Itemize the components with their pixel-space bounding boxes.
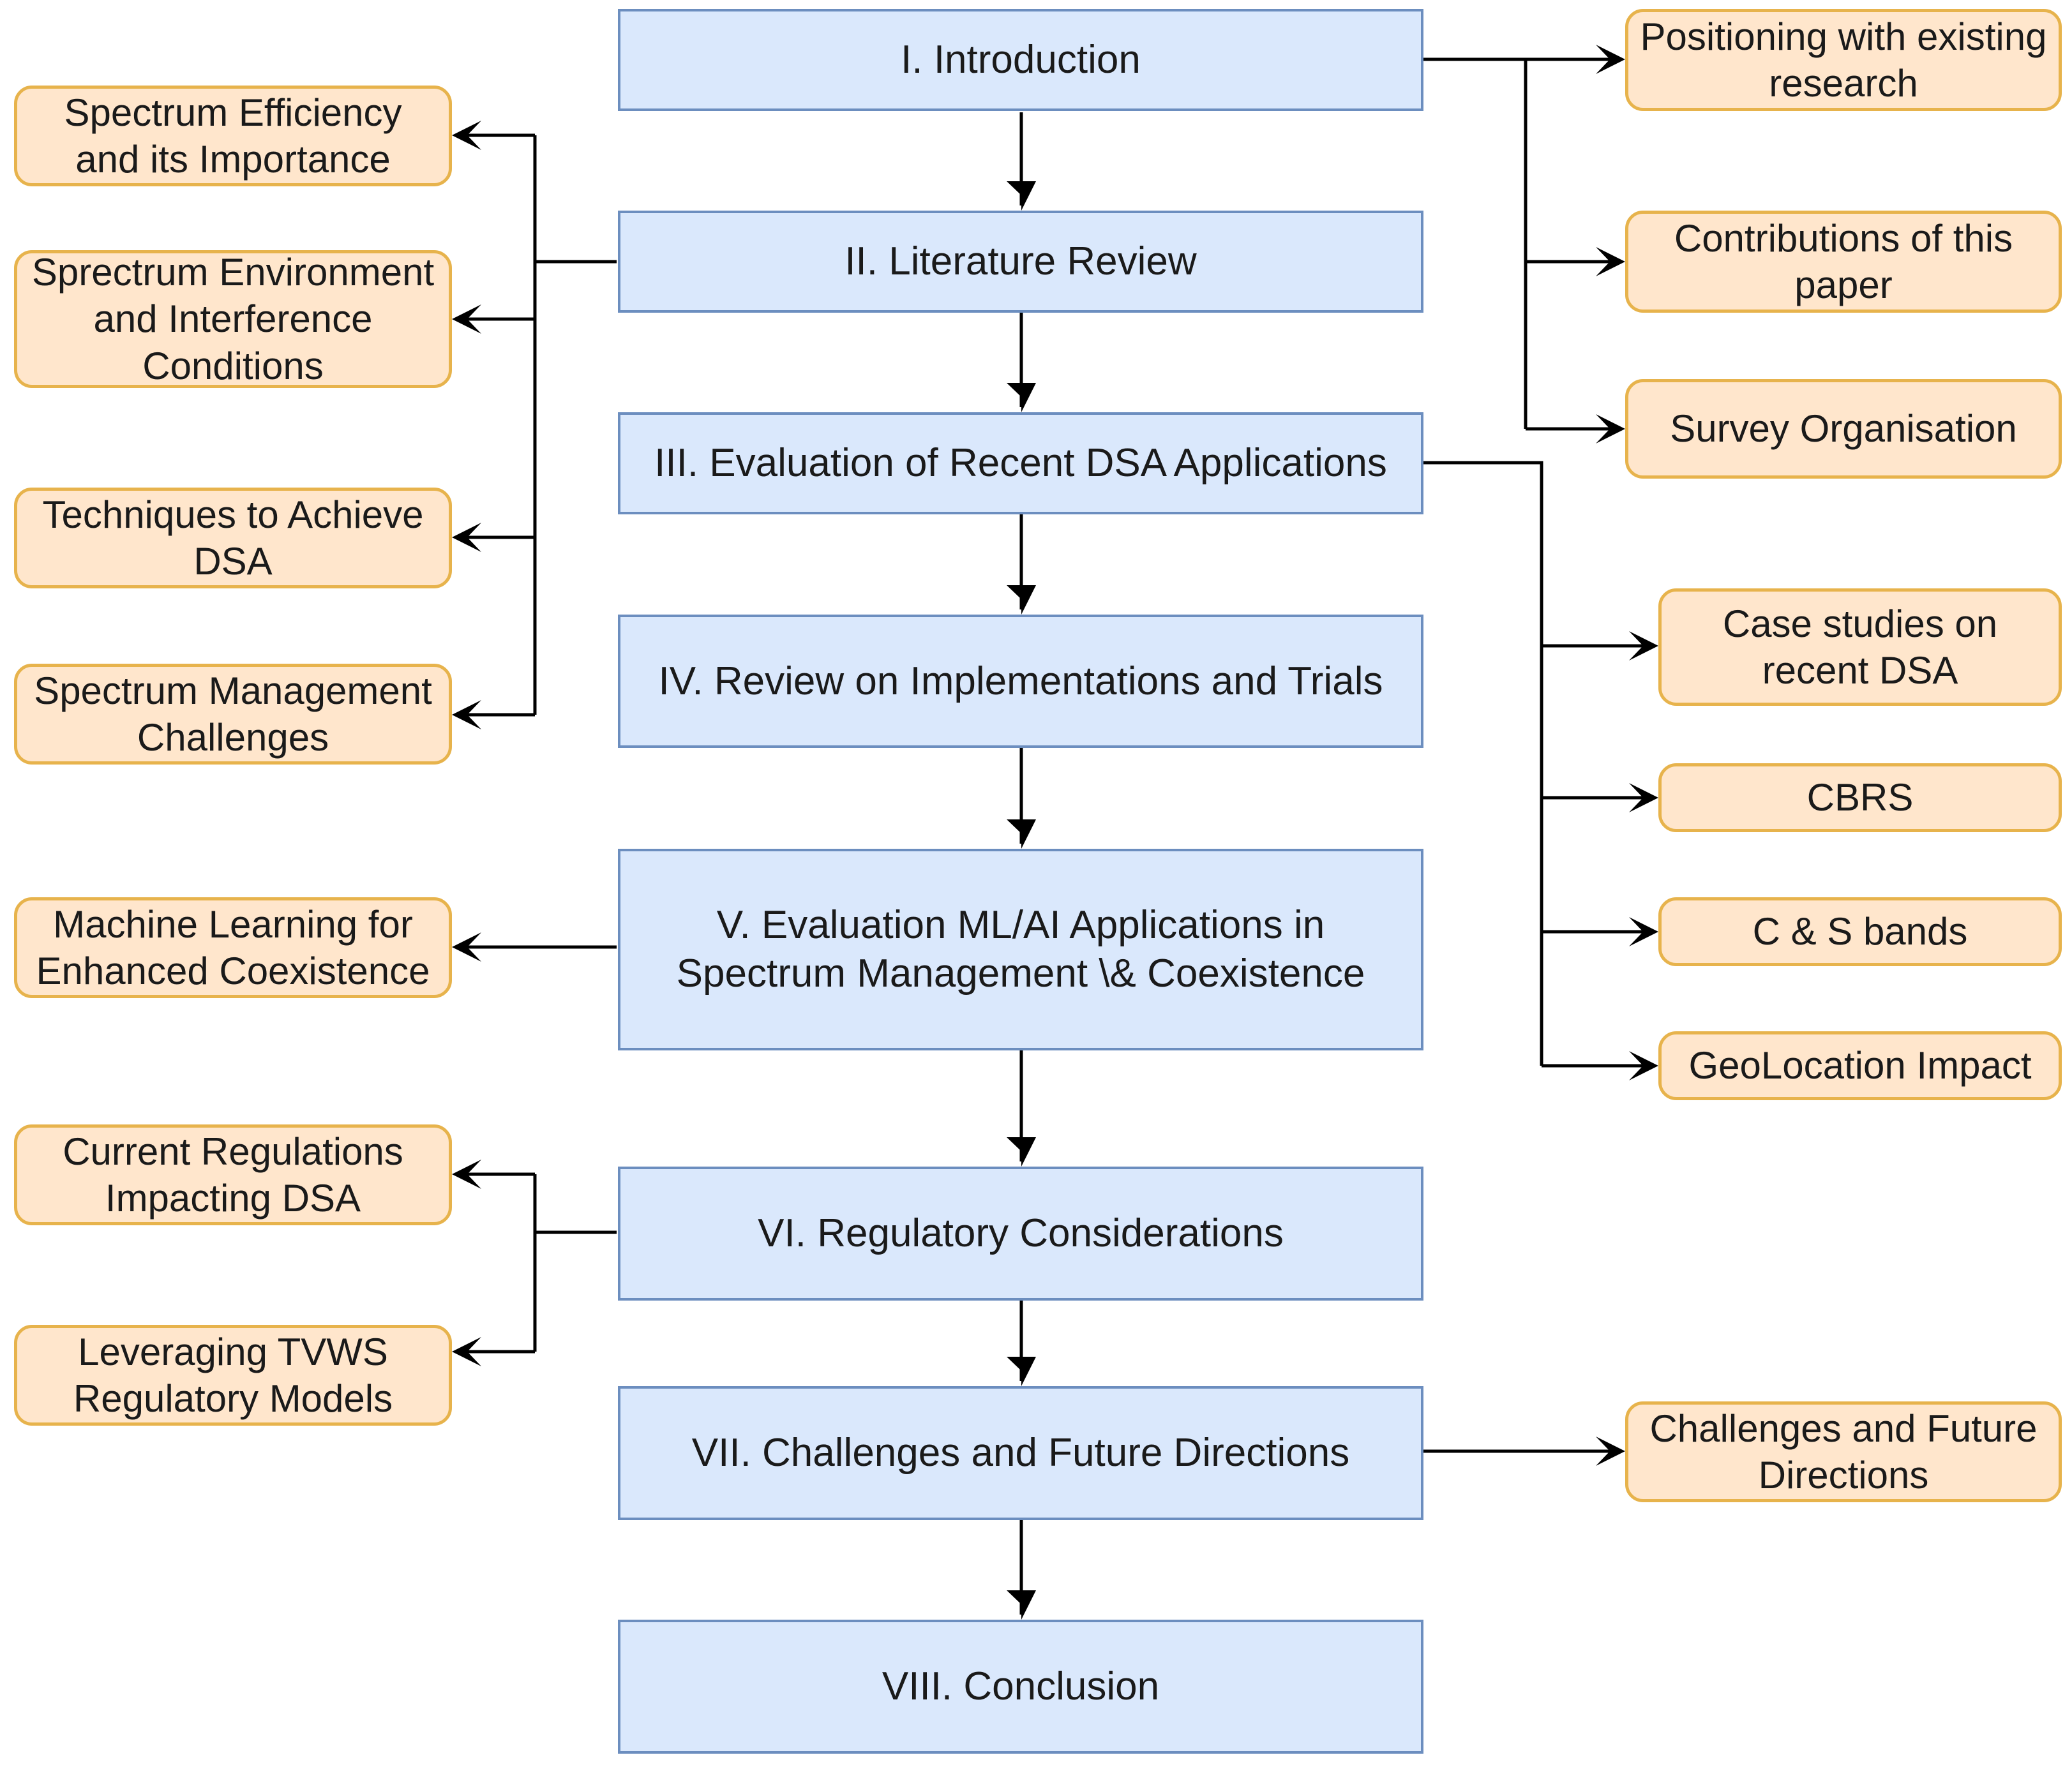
section-implementations-trials: IV. Review on Implementations and Trials [618, 615, 1423, 748]
subtopic-spectrum-environment: Sprectrum Environment and Interference C… [14, 250, 452, 388]
arrowhead-5-6 [1007, 1137, 1036, 1167]
arrowhead-4-5 [1007, 819, 1036, 849]
litreview-branch-stem [533, 135, 617, 715]
arrowhead-survey [1596, 414, 1625, 444]
arrowhead-cbrs [1629, 783, 1658, 812]
section-literature-review: II. Literature Review [618, 211, 1423, 313]
subtopic-spectrum-efficiency: Spectrum Efficiency and its Importance [14, 86, 452, 186]
arrowhead-6-7 [1007, 1357, 1036, 1386]
arrowhead-contributions [1596, 247, 1625, 276]
dsa-branch-stem [1423, 461, 1543, 1066]
subtopic-techniques-dsa: Techniques to Achieve DSA [14, 488, 452, 588]
section-ml-ai-applications: V. Evaluation ML/AI Applications in Spec… [618, 849, 1423, 1050]
arrowhead-csbands [1629, 917, 1658, 946]
subtopic-ml-coexistence: Machine Learning for Enhanced Coexistenc… [14, 897, 452, 998]
subtopic-spectrum-management-challenges: Spectrum Management Challenges [14, 664, 452, 765]
arrowhead-1-2 [1007, 181, 1036, 211]
arrowhead-positioning [1596, 45, 1625, 74]
arrowhead-casestudies [1629, 631, 1658, 661]
arrowhead-coexistence [452, 932, 481, 962]
arrowhead-management [452, 700, 481, 729]
section-conclusion: VIII. Conclusion [618, 1620, 1423, 1754]
subtopic-geolocation-impact: GeoLocation Impact [1658, 1031, 2062, 1100]
subtopic-positioning-existing-research: Positioning with existing research [1625, 9, 2062, 111]
arrowhead-techniques [452, 523, 481, 552]
arrowhead-tvws [452, 1337, 481, 1366]
section-introduction: I. Introduction [618, 9, 1423, 111]
subtopic-current-regulations: Current Regulations Impacting DSA [14, 1124, 452, 1225]
arrowheads [452, 45, 1658, 1620]
subtopic-cbrs: CBRS [1658, 763, 2062, 832]
arrowhead-geolocation [1629, 1051, 1658, 1080]
intro-branch-stem [1423, 57, 1528, 429]
arrowhead-efficiency [452, 121, 481, 150]
section-dsa-applications: III. Evaluation of Recent DSA Applicatio… [618, 412, 1423, 514]
subtopic-contributions: Contributions of this paper [1625, 211, 2062, 313]
subtopic-tvws-models: Leveraging TVWS Regulatory Models [14, 1325, 452, 1426]
subtopic-c-s-bands: C & S bands [1658, 897, 2062, 966]
section-challenges-future: VII. Challenges and Future Directions [618, 1386, 1423, 1520]
subtopic-case-studies: Case studies on recent DSA [1658, 588, 2062, 706]
regulatory-branch-stem [533, 1174, 617, 1352]
arrowhead-2-3 [1007, 383, 1036, 412]
subtopic-challenges-future: Challenges and Future Directions [1625, 1401, 2062, 1502]
subtopic-survey-organisation: Survey Organisation [1625, 379, 2062, 479]
section-regulatory-considerations: VI. Regulatory Considerations [618, 1167, 1423, 1301]
arrowhead-3-4 [1007, 585, 1036, 615]
arrowhead-future [1596, 1437, 1625, 1466]
arrowhead-current-regulations [452, 1160, 481, 1189]
arrowhead-7-8 [1007, 1590, 1036, 1620]
arrowhead-environment [452, 304, 481, 334]
